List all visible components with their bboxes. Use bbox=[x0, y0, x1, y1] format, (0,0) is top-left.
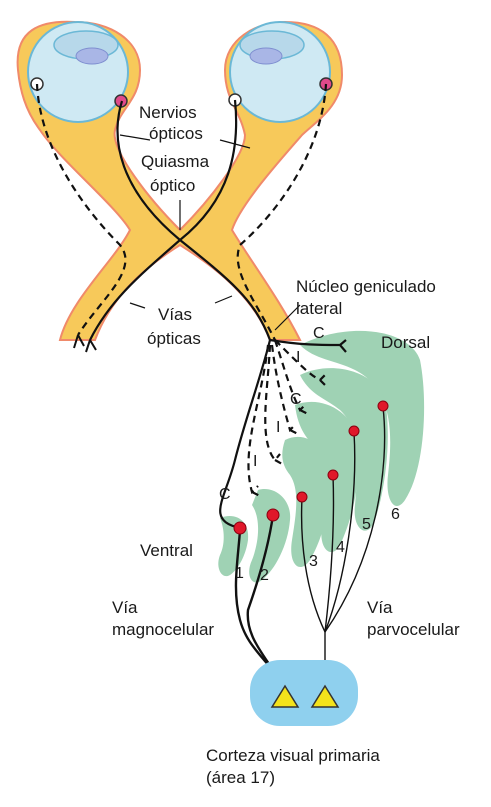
cell-body-3 bbox=[296, 491, 308, 503]
cell-body-5 bbox=[348, 425, 360, 437]
right-eye bbox=[228, 21, 333, 123]
lgn-layer-3 bbox=[282, 436, 331, 568]
primary-visual-cortex bbox=[250, 660, 358, 726]
label-chiasm-2: óptico bbox=[150, 176, 195, 195]
layer-number-6: 6 bbox=[391, 506, 400, 523]
label-lgn-1: Núcleo geniculado bbox=[296, 277, 436, 296]
label-optic-tracts-1: Vías bbox=[158, 305, 192, 324]
layer-number-5: 5 bbox=[362, 516, 371, 533]
lgn-layer-6 bbox=[300, 330, 425, 506]
layer-marker-2: I bbox=[296, 349, 300, 366]
label-magno-1: Vía bbox=[112, 598, 138, 617]
label-parvo-2: parvocelular bbox=[367, 620, 460, 639]
layer-marker-1: C bbox=[313, 325, 325, 342]
label-chiasm-1: Quiasma bbox=[141, 152, 210, 171]
label-cortex-1: Corteza visual primaria bbox=[206, 746, 380, 765]
label-optic-nerves-2: ópticos bbox=[149, 124, 203, 143]
layer-number-3: 3 bbox=[309, 553, 318, 570]
cell-body-4 bbox=[327, 469, 339, 481]
pyramidal-cell-parvo bbox=[310, 684, 340, 708]
label-optic-nerves-1: Nervios bbox=[139, 103, 197, 122]
cell-body-1 bbox=[233, 521, 247, 535]
label-parvo-1: Vía bbox=[367, 598, 393, 617]
layer-marker-5: I bbox=[253, 453, 257, 470]
parvo-axon-6 bbox=[324, 406, 386, 633]
left-eye bbox=[27, 21, 129, 123]
parvo-axon-4 bbox=[324, 474, 335, 633]
layer-marker-6: C bbox=[219, 486, 231, 503]
layer-marker-4: I bbox=[276, 419, 280, 436]
parvo-axon-3 bbox=[300, 497, 326, 633]
lgn-input-fibers bbox=[219, 338, 347, 530]
leader-lines bbox=[119, 134, 301, 331]
layer-number-2: 2 bbox=[260, 567, 269, 584]
layer-number-1: 1 bbox=[235, 565, 244, 582]
layer-number-4: 4 bbox=[336, 539, 345, 556]
lgn-layers bbox=[218, 330, 425, 583]
label-magno-2: magnocelular bbox=[112, 620, 214, 639]
label-lgn-2: lateral bbox=[296, 299, 342, 318]
label-dorsal: Dorsal bbox=[381, 333, 430, 352]
lgn-layer-5 bbox=[300, 368, 388, 531]
pyramidal-cell-magno bbox=[270, 684, 300, 708]
layer-marker-3: C bbox=[290, 391, 302, 408]
label-ventral: Ventral bbox=[140, 541, 193, 560]
label-cortex-2: (área 17) bbox=[206, 768, 275, 787]
cell-body-6 bbox=[377, 400, 389, 412]
cell-body-2 bbox=[266, 508, 280, 522]
parvo-axon-5 bbox=[324, 431, 356, 633]
label-optic-tracts-2: ópticas bbox=[147, 329, 201, 348]
